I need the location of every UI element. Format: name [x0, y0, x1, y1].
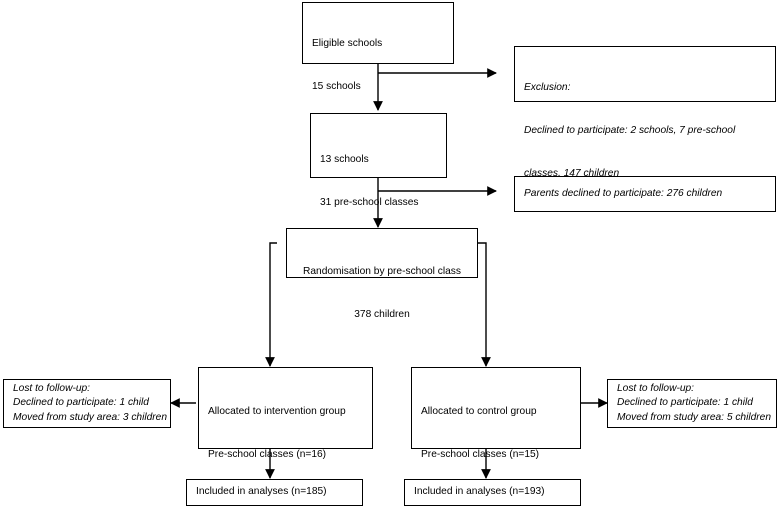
node-enrolled-schools: 13 schools 31 pre-school classes 654 chi… — [310, 113, 447, 251]
node-lost-followup-intervention: Lost to follow-up: Declined to participa… — [3, 379, 171, 428]
node-eligible-schools: Eligible schools 15 schools 38 pre-schoo… — [302, 2, 454, 177]
randomisation-line-2: 378 children — [354, 309, 410, 321]
connector-randomisation-to-intervention — [265, 242, 277, 367]
exclusion-line-3: classes, 147 children — [524, 167, 620, 179]
intervention-group-line-2: Pre-school classes (n=16) — [208, 449, 327, 461]
enrolled-schools-line-1: 13 schools — [320, 154, 369, 166]
parents-declined-line-1: Parents declined to participate: 276 chi… — [524, 187, 723, 199]
node-analysed-control: Included in analyses (n=193) — [404, 479, 581, 506]
eligible-schools-line-2: 15 schools — [312, 81, 361, 93]
lost-followup-right-line-2: Declined to participate: 1 child — [617, 397, 753, 409]
analysed-control-line-1: Included in analyses (n=193) — [414, 486, 545, 498]
node-lost-followup-control: Lost to follow-up: Declined to participa… — [607, 379, 777, 428]
lost-followup-left-line-2: Declined to participate: 1 child — [13, 397, 149, 409]
node-control-group: Allocated to control group Pre-school cl… — [411, 367, 581, 503]
randomisation-line-1: Randomisation by pre-school class — [303, 266, 461, 278]
control-group-line-1: Allocated to control group — [421, 406, 537, 418]
enrolled-schools-line-2: 31 pre-school classes — [320, 197, 419, 209]
exclusion-line-2: Declined to participate: 2 schools, 7 pr… — [524, 125, 736, 137]
node-analysed-intervention: Included in analyses (n=185) — [186, 479, 363, 506]
intervention-group-line-1: Allocated to intervention group — [208, 406, 346, 418]
analysed-intervention-line-1: Included in analyses (n=185) — [196, 486, 327, 498]
node-exclusion: Exclusion: Declined to participate: 2 sc… — [514, 46, 776, 179]
node-randomisation: Randomisation by pre-school class 378 ch… — [286, 228, 478, 320]
lost-followup-left-line-1: Lost to follow-up: — [13, 383, 91, 395]
eligible-schools-line-1: Eligible schools — [312, 38, 383, 50]
exclusion-line-1: Exclusion: — [524, 82, 571, 94]
connector-randomisation-to-control — [477, 242, 491, 367]
node-intervention-group: Allocated to intervention group Pre-scho… — [198, 367, 373, 503]
control-group-line-2: Pre-school classes (n=15) — [421, 449, 540, 461]
node-parents-declined: Parents declined to participate: 276 chi… — [514, 176, 776, 212]
lost-followup-right-line-1: Lost to follow-up: — [617, 383, 695, 395]
lost-followup-left-line-3: Moved from study area: 3 children — [13, 411, 168, 423]
lost-followup-right-line-3: Moved from study area: 5 children — [617, 411, 772, 423]
